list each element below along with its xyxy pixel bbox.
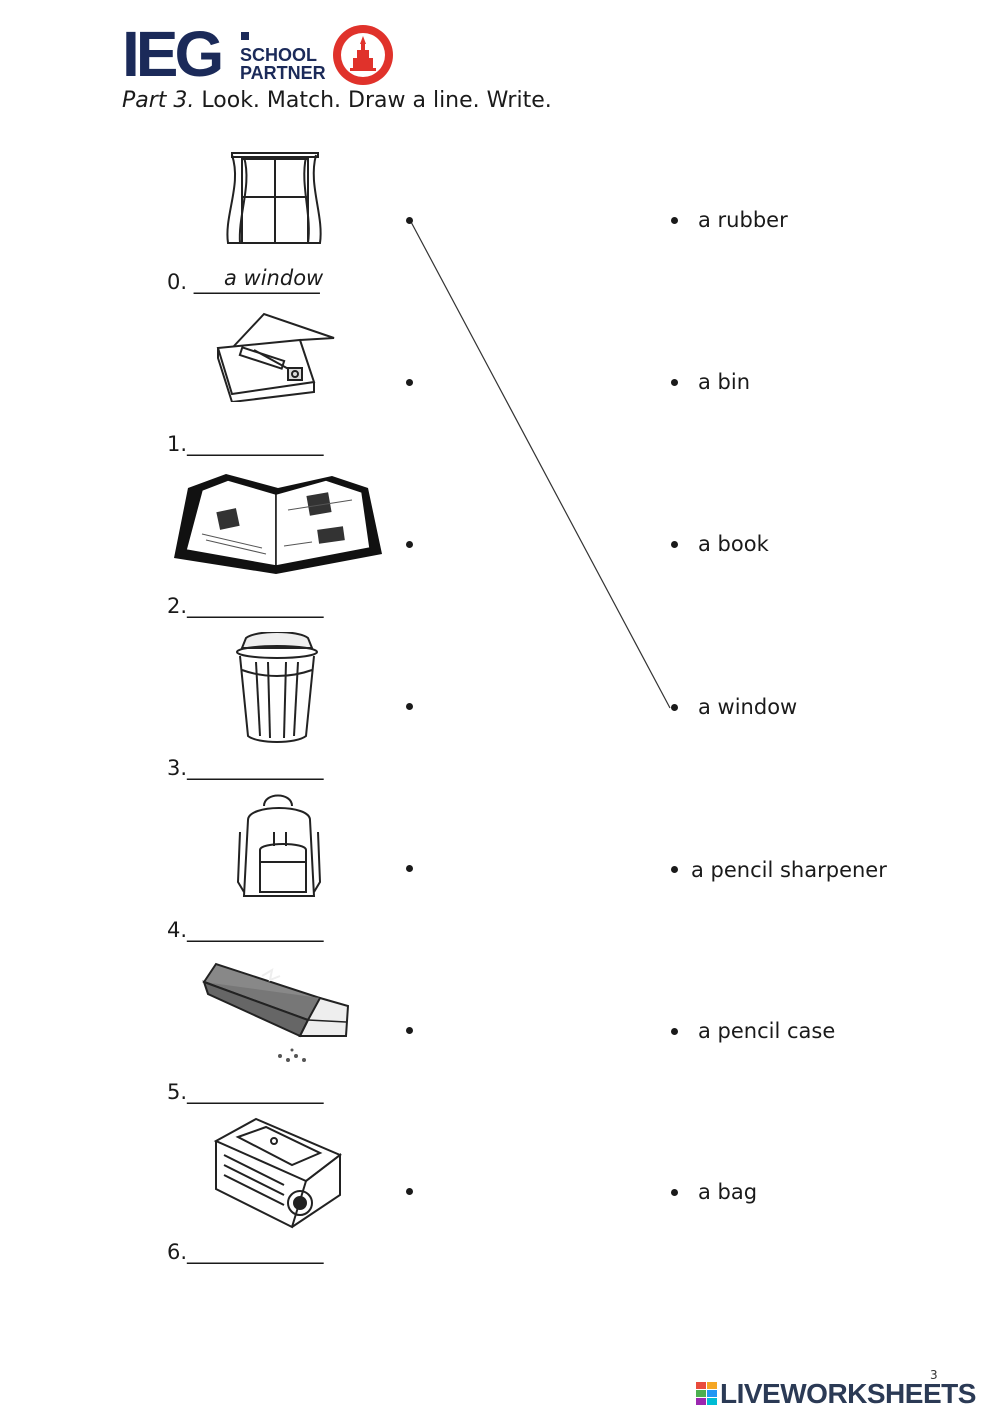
right-match-dot-3[interactable] (671, 704, 678, 711)
answer-blank-3[interactable]: _____________ (187, 756, 324, 780)
ieg-logo-text: IEG (122, 18, 224, 90)
instruction-body: Look. Match. Draw a line. Write. (194, 88, 552, 113)
logo-school-text: SCHOOL (240, 45, 318, 65)
bin-icon (236, 632, 318, 743)
pencil-case-icon (216, 312, 335, 402)
right-match-dot-2[interactable] (671, 541, 678, 548)
item-number: 5. (167, 1080, 188, 1104)
logo-partner-text: PARTNER (240, 63, 326, 83)
logo-flag-mark (241, 32, 249, 40)
left-match-dot-1[interactable] (406, 379, 413, 386)
match-word-6: a bag (698, 1180, 758, 1204)
item-1-label: 1._____________ (167, 432, 324, 456)
pencil-sharpener-icon (213, 1117, 342, 1229)
right-match-dot-4[interactable] (671, 866, 678, 873)
instruction-text: Part 3. Look. Match. Draw a line. Write. (122, 88, 552, 113)
match-word-5: a pencil case (698, 1019, 836, 1043)
answer-blank-4[interactable]: _____________ (187, 918, 324, 942)
item-number: 0. (167, 270, 188, 294)
right-match-dot-6[interactable] (671, 1189, 678, 1196)
match-word-3: a window (698, 695, 798, 719)
liveworksheets-icon (696, 1382, 717, 1405)
right-match-dot-0[interactable] (671, 217, 678, 224)
left-match-dot-2[interactable] (406, 541, 413, 548)
answer-blank-2[interactable]: _____________ (187, 594, 324, 618)
match-word-0: a rubber (698, 208, 788, 232)
item-6-label: 6._____________ (167, 1240, 324, 1264)
left-match-dot-5[interactable] (406, 1027, 413, 1034)
example-answer-text: a window (224, 266, 324, 290)
item-number: 3. (167, 756, 188, 780)
liveworksheets-logo: LIVEWORKSHEETS (696, 1378, 976, 1410)
bag-icon (236, 794, 322, 897)
right-match-dot-5[interactable] (671, 1028, 678, 1035)
rubber-icon (202, 962, 350, 1062)
item-number: 4. (167, 918, 188, 942)
answer-blank-1[interactable]: _____________ (187, 432, 324, 456)
answer-blank-0[interactable]: ____________ (193, 270, 320, 294)
answer-blank-5[interactable]: _____________ (187, 1080, 324, 1104)
item-number: 1. (167, 432, 188, 456)
item-4-label: 4._____________ (167, 918, 324, 942)
school-seal-icon (333, 25, 393, 85)
item-number: 6. (167, 1240, 188, 1264)
item-0-label: 0. ____________ (167, 270, 320, 294)
left-match-dot-6[interactable] (406, 1188, 413, 1195)
answer-blank-6[interactable]: _____________ (187, 1240, 324, 1264)
item-number: 2. (167, 594, 188, 618)
liveworksheets-text: LIVEWORKSHEETS (720, 1378, 976, 1409)
item-2-label: 2._____________ (167, 594, 324, 618)
left-match-dot-0[interactable] (406, 217, 413, 224)
match-word-4: a pencil sharpener (691, 858, 887, 882)
match-word-2: a book (698, 532, 769, 556)
page-number: 3 (930, 1368, 938, 1382)
item-5-label: 5._____________ (167, 1080, 324, 1104)
instruction-part-label: Part 3. (122, 88, 195, 113)
left-match-dot-4[interactable] (406, 865, 413, 872)
match-word-1: a bin (698, 370, 751, 394)
left-match-dot-3[interactable] (406, 703, 413, 710)
book-icon (174, 474, 382, 574)
window-icon (226, 152, 322, 244)
right-match-dot-1[interactable] (671, 379, 678, 386)
item-3-label: 3._____________ (167, 756, 324, 780)
